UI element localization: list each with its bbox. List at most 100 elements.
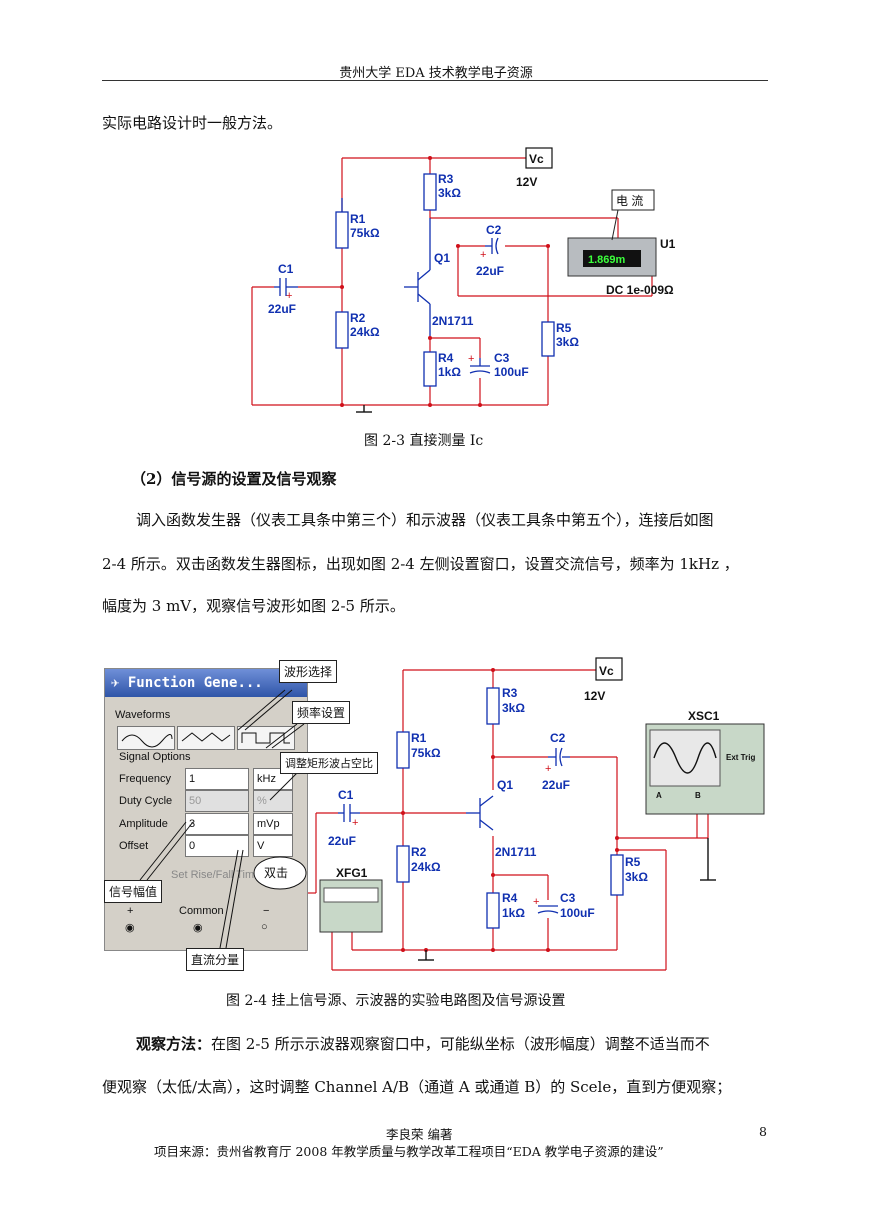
frequency-label: Frequency (119, 773, 171, 785)
svg-text:75kΩ: 75kΩ (350, 226, 380, 240)
plus-terminal-icon[interactable]: ◉ (125, 922, 135, 934)
minus-terminal-icon[interactable]: ○ (261, 921, 268, 933)
svg-text:C3: C3 (494, 351, 510, 365)
svg-text:100uF: 100uF (494, 365, 529, 379)
amplitude-unit[interactable]: mVp (253, 813, 293, 835)
svg-text:3kΩ: 3kΩ (438, 186, 461, 200)
svg-text:1kΩ: 1kΩ (502, 906, 525, 920)
observation-line: 观察方法：在图 2-5 所示示波器观察窗口中，可能纵坐标（波形幅度）调整不适当而… (136, 1037, 710, 1052)
plus-terminal-label: + (127, 905, 134, 917)
paragraph-line: 调入函数发生器（仪表工具条中第三个）和示波器（仪表工具条中第五个），连接后如图 (136, 511, 714, 529)
svg-text:XFG1: XFG1 (336, 866, 368, 880)
observation-line-2: 便观察（太低/太高），这时调整 Channel A/B（通道 A 或通道 B）的… (102, 1078, 732, 1096)
svg-text:XSC1: XSC1 (688, 709, 720, 723)
minus-terminal-label: − (263, 905, 270, 917)
svg-text:+: + (468, 353, 474, 365)
square-wave-button[interactable] (237, 726, 295, 750)
svg-text:Ext Trig: Ext Trig (726, 753, 755, 762)
amplitude-input[interactable]: 3 (185, 813, 249, 835)
observation-text: 在图 2-5 所示示波器观察窗口中，可能纵坐标（波形幅度）调整不适当而不 (211, 1035, 710, 1053)
svg-text:DC 1e-009Ω: DC 1e-009Ω (606, 283, 674, 297)
triangle-wave-button[interactable] (177, 726, 235, 750)
svg-text:R3: R3 (502, 686, 518, 700)
svg-text:75kΩ: 75kΩ (411, 746, 441, 760)
paragraph-line: 2-4 所示。双击函数发生器图标，出现如图 2-4 左侧设置窗口，设置交流信号，… (102, 555, 739, 573)
svg-text:+: + (533, 896, 539, 908)
svg-text:Q1: Q1 (497, 778, 513, 792)
callout-waveform: 波形选择 (279, 660, 338, 683)
footer-author: 李良荣 编著 (386, 1127, 453, 1142)
svg-text:3kΩ: 3kΩ (625, 870, 648, 884)
vc-label: Vc (529, 152, 544, 166)
svg-text:R3: R3 (438, 172, 454, 186)
figure-2-4-circuit: Vc 12V R3 3kΩ R1 75kΩ R2 24kΩ C1 22uF C2… (306, 657, 765, 971)
svg-text:R5: R5 (556, 321, 572, 335)
svg-text:R5: R5 (625, 855, 641, 869)
callout-frequency: 频率设置 (292, 701, 351, 724)
callout-pointers (139, 689, 307, 949)
svg-text:R4: R4 (438, 351, 454, 365)
amplitude-label: Amplitude (119, 818, 168, 830)
figure-2-4-caption: 图 2-4 挂上信号源、示波器的实验电路图及信号源设置 (226, 993, 566, 1009)
callout-offset: 直流分量 (186, 948, 245, 971)
svg-text:C1: C1 (278, 262, 294, 276)
common-terminal-label: Common (179, 905, 224, 917)
offset-label: Offset (119, 840, 149, 852)
svg-text:Vc: Vc (599, 664, 614, 678)
svg-text:3kΩ: 3kΩ (502, 701, 525, 715)
frequency-input[interactable]: 1 (185, 768, 249, 790)
svg-text:R1: R1 (350, 212, 366, 226)
svg-text:1kΩ: 1kΩ (438, 365, 461, 379)
svg-text:Q1: Q1 (434, 251, 450, 265)
svg-text:A: A (656, 791, 662, 800)
svg-text:100uF: 100uF (560, 906, 595, 920)
duty-cycle-input[interactable]: 50 (185, 790, 249, 812)
duty-cycle-label: Duty Cycle (119, 795, 173, 807)
section-title: （2）信号源的设置及信号观察 (131, 470, 337, 488)
svg-text:+: + (352, 817, 358, 829)
svg-text:22uF: 22uF (542, 778, 570, 792)
meter-readout: 1.869m (588, 254, 626, 266)
figure-2-3-circuit: Vc 12V R3 3kΩ R1 75kΩ R2 24kΩ C1 22uF C2… (251, 147, 676, 413)
offset-unit[interactable]: V (253, 835, 293, 857)
svg-text:R2: R2 (411, 845, 427, 859)
waveforms-group-label: Waveforms (115, 709, 171, 721)
svg-text:22uF: 22uF (476, 264, 504, 278)
waveform-buttons (115, 726, 301, 750)
sine-wave-button[interactable] (117, 726, 175, 750)
svg-text:2N1711: 2N1711 (495, 845, 537, 859)
svg-text:C2: C2 (550, 731, 566, 745)
page-header: 贵州大学 EDA 技术教学电子资源 (339, 66, 533, 81)
header-rule (102, 80, 768, 81)
function-generator-window: ✈ Function Gene... Waveforms Signal Opti… (104, 668, 308, 951)
footer-source: 项目来源：贵州省教育厅 2008 年教学质量与教学改革工程项目“EDA 教学电子… (154, 1144, 664, 1159)
svg-text:B: B (695, 791, 701, 800)
duty-cycle-unit[interactable]: % (253, 790, 293, 812)
page-number: 8 (759, 1124, 767, 1139)
svg-text:R4: R4 (502, 891, 518, 905)
svg-text:2N1711: 2N1711 (432, 314, 474, 328)
svg-text:3kΩ: 3kΩ (556, 335, 579, 349)
callout-duty: 调整矩形波占空比 (280, 752, 378, 774)
svg-text:24kΩ: 24kΩ (411, 860, 441, 874)
svg-text:24kΩ: 24kΩ (350, 325, 380, 339)
svg-text:R1: R1 (411, 731, 427, 745)
intro-line: 实际电路设计时一般方法。 (102, 114, 283, 132)
svg-text:C3: C3 (560, 891, 576, 905)
offset-input[interactable]: 0 (185, 835, 249, 857)
window-title-bar[interactable]: ✈ Function Gene... (105, 669, 307, 697)
svg-text:U1: U1 (660, 237, 676, 251)
svg-text:22uF: 22uF (268, 302, 296, 316)
svg-text:+: + (545, 763, 551, 775)
paragraph-line: 幅度为 3 mV，观察信号波形如图 2-5 所示。 (102, 597, 405, 615)
svg-text:C1: C1 (338, 788, 354, 802)
current-callout: 电 流 (616, 194, 643, 208)
callout-doubleclick: 双击 (264, 866, 289, 880)
common-terminal-icon[interactable]: ◉ (193, 922, 203, 934)
svg-text:12V: 12V (584, 689, 605, 703)
svg-text:C2: C2 (486, 223, 502, 237)
figure-2-3-caption: 图 2-3 直接测量 Ic (364, 433, 484, 449)
svg-text:22uF: 22uF (328, 834, 356, 848)
svg-text:R2: R2 (350, 311, 366, 325)
observation-label: 观察方法： (136, 1035, 212, 1053)
